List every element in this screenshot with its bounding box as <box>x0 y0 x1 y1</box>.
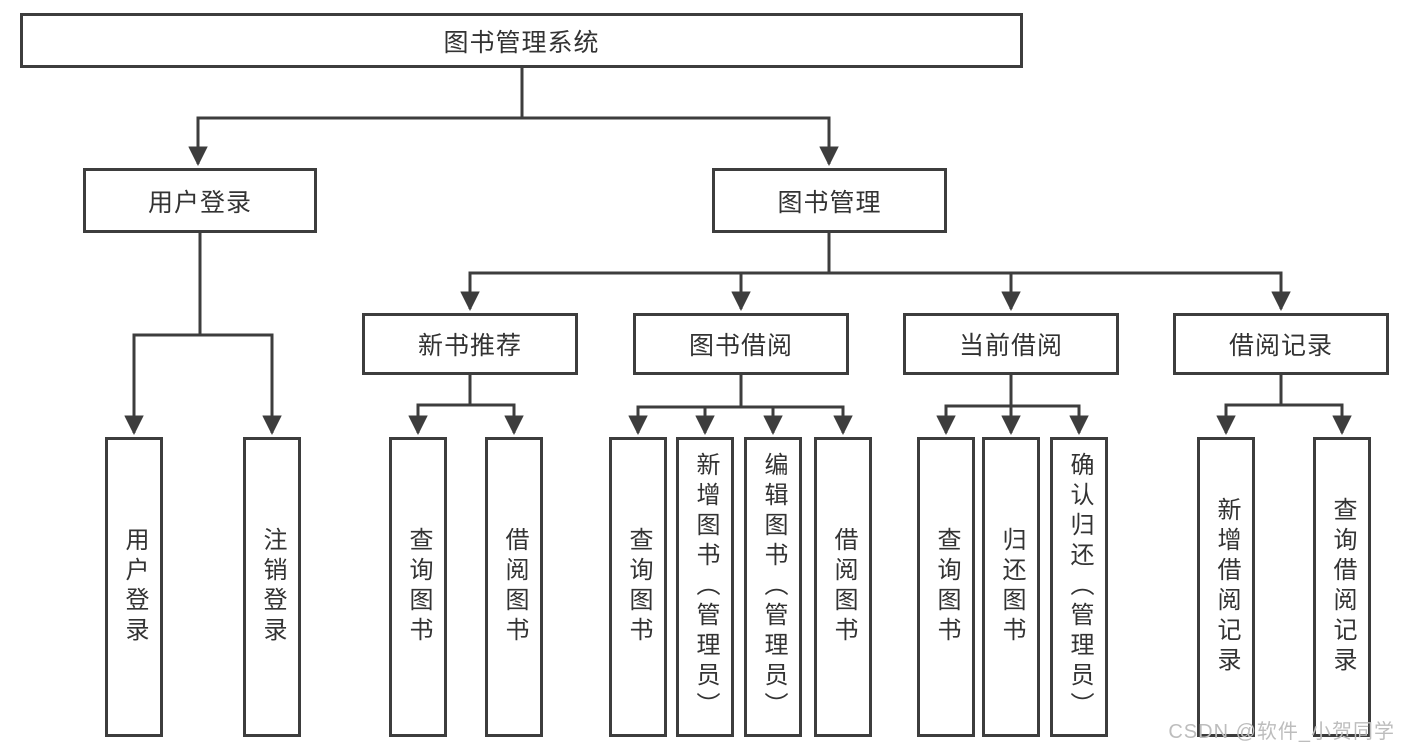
leaf-borrow-borrow-books: 借阅图书 <box>814 437 872 737</box>
leaf-borrow-borrow-books-label: 借阅图书 <box>830 527 857 647</box>
leaf-newrec-query-books: 查询图书 <box>389 437 447 737</box>
leaf-user-login-label: 用户登录 <box>121 527 148 647</box>
leaf-borrow-add-books-admin: 新增图书（管理员） <box>676 437 734 737</box>
node-book-management: 图书管理 <box>712 168 947 233</box>
leaf-newrec-borrow-books-label: 借阅图书 <box>501 527 528 647</box>
leaf-logout-label: 注销登录 <box>259 527 286 647</box>
leaf-current-query-books: 查询图书 <box>917 437 975 737</box>
leaf-newrec-query-books-label: 查询图书 <box>405 527 432 647</box>
node-library-management-system: 图书管理系统 <box>20 13 1023 68</box>
leaf-records-query-record-label: 查询借阅记录 <box>1329 497 1356 677</box>
leaf-current-confirm-return-admin-label: 确认归还（管理员） <box>1066 452 1093 722</box>
leaf-borrow-edit-books-admin-label: 编辑图书（管理员） <box>760 452 787 722</box>
leaf-borrow-edit-books-admin: 编辑图书（管理员） <box>744 437 802 737</box>
leaf-borrow-query-books-label: 查询图书 <box>625 527 652 647</box>
leaf-borrow-query-books: 查询图书 <box>609 437 667 737</box>
leaf-logout: 注销登录 <box>243 437 301 737</box>
node-user-login: 用户登录 <box>83 168 317 233</box>
node-borrow-records: 借阅记录 <box>1173 313 1389 375</box>
leaf-current-confirm-return-admin: 确认归还（管理员） <box>1050 437 1108 737</box>
leaf-current-query-books-label: 查询图书 <box>933 527 960 647</box>
leaf-records-query-record: 查询借阅记录 <box>1313 437 1371 737</box>
leaf-newrec-borrow-books: 借阅图书 <box>485 437 543 737</box>
node-current-borrow: 当前借阅 <box>903 313 1119 375</box>
csdn-watermark: CSDN @软件_小贺同学 <box>1168 721 1395 743</box>
leaf-current-return-books: 归还图书 <box>982 437 1040 737</box>
node-new-book-recommend: 新书推荐 <box>362 313 578 375</box>
leaf-records-add-record: 新增借阅记录 <box>1197 437 1255 737</box>
node-book-borrow: 图书借阅 <box>633 313 849 375</box>
leaf-current-return-books-label: 归还图书 <box>998 527 1025 647</box>
leaf-borrow-add-books-admin-label: 新增图书（管理员） <box>692 452 719 722</box>
leaf-records-add-record-label: 新增借阅记录 <box>1213 497 1240 677</box>
leaf-user-login: 用户登录 <box>105 437 163 737</box>
